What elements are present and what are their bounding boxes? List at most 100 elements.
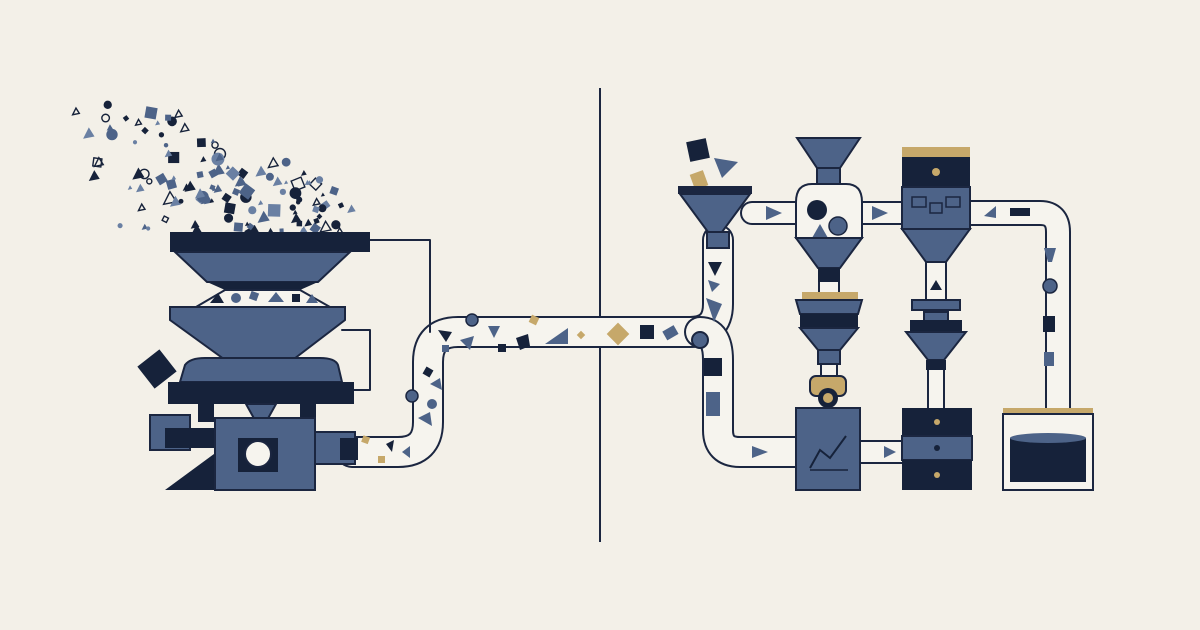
particle (134, 117, 143, 127)
particle (306, 180, 312, 186)
particle (257, 200, 264, 206)
particle (221, 192, 232, 204)
particle (93, 156, 105, 168)
particle (106, 128, 118, 141)
particle (296, 220, 303, 227)
particle (161, 215, 170, 224)
funnel-icon (795, 137, 862, 169)
particle (295, 199, 301, 205)
particle (279, 188, 287, 195)
particle (265, 172, 274, 181)
particle (312, 197, 321, 207)
particle (196, 171, 204, 179)
particle (313, 217, 320, 225)
particle (234, 175, 246, 187)
crusher-hopper (172, 251, 353, 283)
analysis-unit (795, 375, 861, 491)
particle (231, 187, 241, 196)
particle (211, 141, 219, 149)
separator-unit (794, 137, 864, 365)
particle (179, 122, 190, 133)
particle (178, 198, 184, 204)
particle (146, 226, 151, 231)
analysis-box (795, 407, 861, 491)
particle (289, 204, 296, 211)
particle (223, 202, 236, 215)
particle (237, 167, 249, 179)
crusher-dome (178, 357, 344, 383)
particle (162, 190, 178, 206)
particle (210, 138, 216, 144)
particle (137, 202, 147, 212)
particle (225, 165, 231, 170)
particle (244, 221, 250, 227)
crusher-lower-hopper (169, 306, 346, 363)
particle (117, 223, 123, 229)
tower-body (901, 186, 971, 230)
particle (300, 170, 307, 176)
particle (132, 167, 145, 180)
particle (337, 202, 345, 209)
particle (331, 220, 341, 230)
arrow-icon (872, 206, 888, 220)
particle (209, 198, 215, 204)
particle (168, 151, 180, 164)
particle (158, 132, 165, 138)
particle (238, 183, 256, 200)
particle (281, 157, 291, 167)
particle (312, 205, 320, 214)
particle (164, 149, 173, 158)
particle (257, 210, 270, 223)
particle (106, 124, 114, 131)
arrow-icon (766, 206, 782, 220)
particle (290, 212, 302, 224)
particle (320, 192, 325, 197)
processing-tower (900, 147, 972, 370)
particle (194, 188, 206, 199)
particle (88, 170, 100, 182)
particle (163, 142, 169, 148)
separator-chamber (795, 183, 863, 239)
particle (132, 140, 138, 145)
particle (171, 175, 177, 181)
conveyor-particles (361, 206, 1058, 463)
particle (165, 178, 178, 190)
particle (248, 206, 257, 215)
particle (101, 113, 111, 123)
crusher-top-plate (170, 232, 370, 252)
particle (127, 185, 133, 190)
particle (284, 180, 289, 185)
crusher-machine (137, 232, 370, 491)
particle (71, 106, 81, 116)
particle (144, 106, 158, 120)
particle (233, 222, 244, 232)
raw-material-particles (71, 100, 356, 242)
funnel-icon (903, 331, 969, 361)
funnel-icon (678, 193, 752, 233)
particle (146, 178, 153, 185)
particle (347, 204, 356, 213)
particle (122, 115, 130, 122)
particle (309, 222, 321, 235)
particle (292, 209, 298, 215)
particle (169, 195, 181, 207)
intake-funnel (678, 138, 752, 249)
particle (136, 183, 145, 193)
particle (290, 176, 306, 192)
particle (223, 213, 234, 223)
particle (255, 165, 267, 177)
particle (279, 228, 284, 233)
crusher-hopper-lip (207, 282, 318, 290)
particle (103, 100, 112, 109)
particle (315, 176, 324, 184)
particle (213, 184, 223, 193)
particle (215, 153, 224, 162)
particle (141, 126, 149, 135)
particle (318, 219, 333, 234)
particle (272, 176, 283, 187)
particle (318, 204, 327, 213)
particle (155, 172, 168, 186)
particle (212, 163, 225, 176)
